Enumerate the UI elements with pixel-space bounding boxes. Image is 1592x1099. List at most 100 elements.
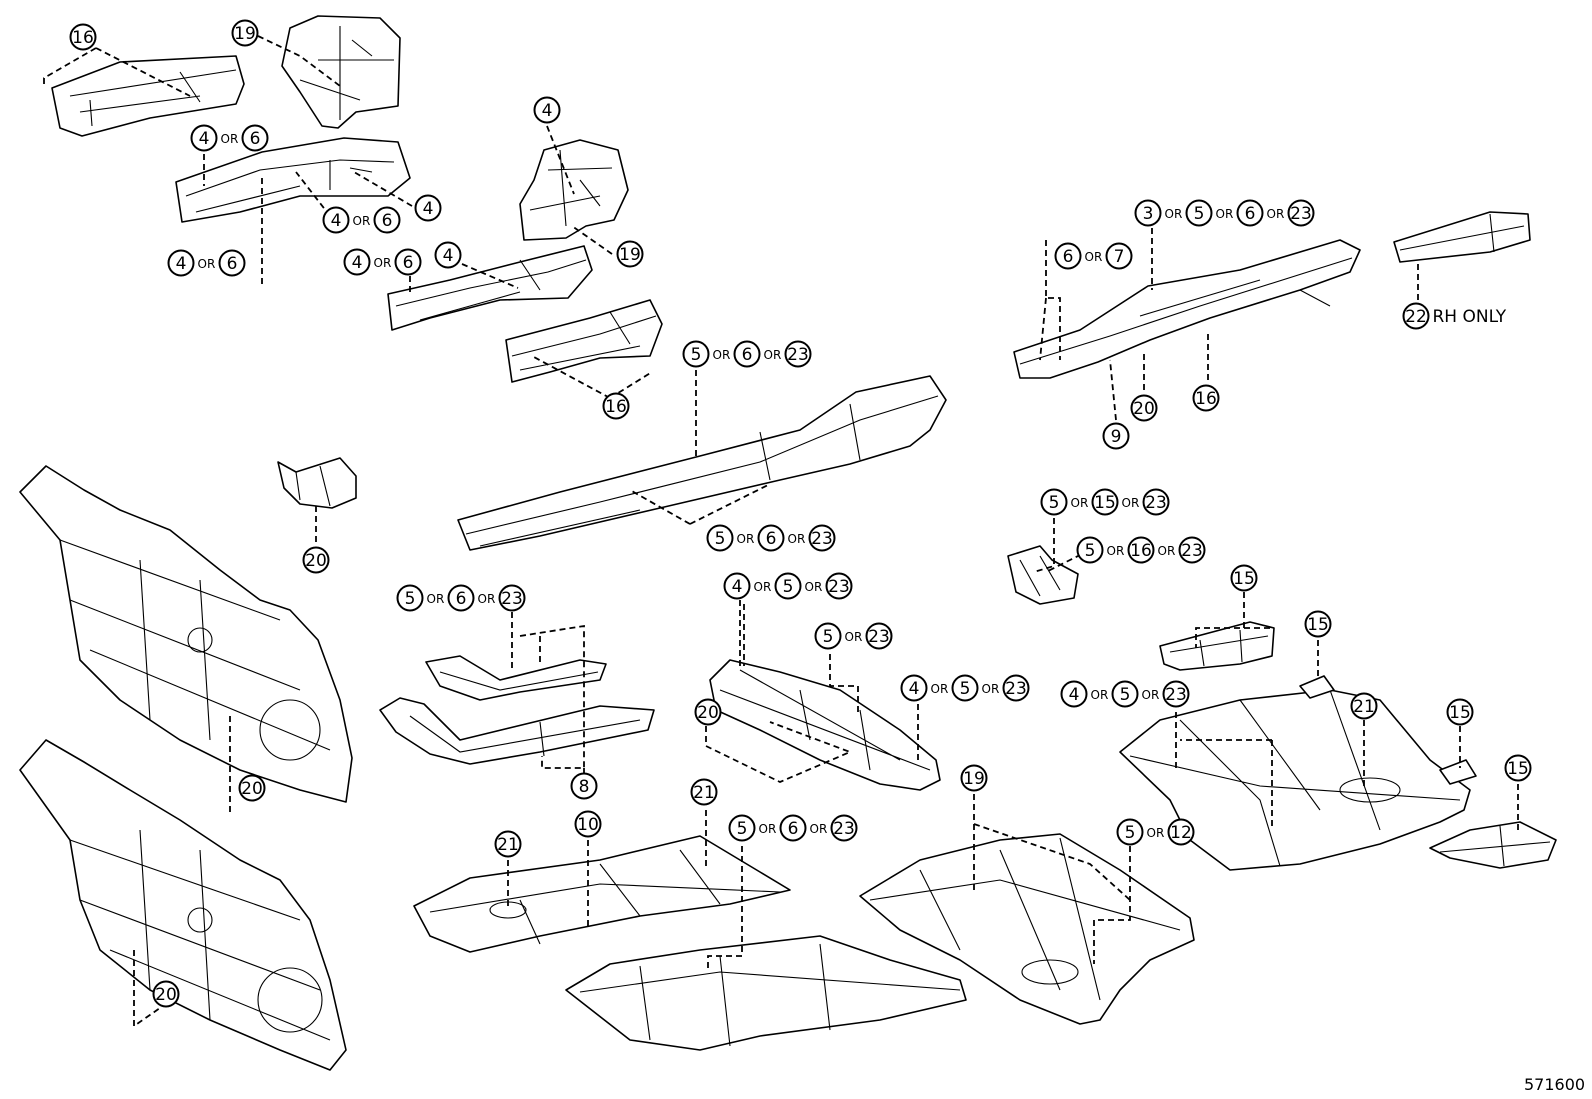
callout-number: 6 [250,129,261,149]
callout-circle [1185,199,1213,227]
callout-c21a: 21 [1350,692,1378,720]
callout-circle [1402,302,1430,330]
callout-number: 5 [783,577,794,597]
part-bracket [277,457,357,509]
callout-circle [1304,610,1332,638]
callout-circle [1105,242,1133,270]
callout-c20a: 20 [1130,394,1158,422]
leader-lines [43,35,1519,1028]
part-front-apron-member [51,55,245,137]
part-dash-panel-lower [19,739,347,1071]
callout-circle [343,248,371,276]
callout-c21c: 21 [494,830,522,858]
part-front-floor-pan-rh [859,833,1195,1025]
callout-circle [1236,199,1264,227]
callout-or-text: OR [759,822,777,836]
callout-circle [757,524,785,552]
callout-c19b: 19 [616,240,644,268]
callout-circle [723,572,751,600]
callout-number: 6 [382,211,393,231]
callout-circle [825,572,853,600]
callout-or-text: OR [754,580,772,594]
callout-number: 21 [1353,697,1375,717]
callout-or-text: OR [931,682,949,696]
callout-c4b: 4 [434,241,462,269]
callout-number: 6 [227,254,238,274]
diagram-reference-code: 571600 [1524,1075,1585,1094]
callout-circle [302,546,330,574]
part-front-side-member-lower [387,245,593,331]
callout-circle [447,584,475,612]
callout-or-text: OR [788,532,806,546]
callout-number: 20 [155,985,177,1005]
part-floor-side-member [457,375,947,551]
callout-circle [1102,422,1130,450]
callout-number: 5 [691,345,702,365]
callout-number: 15 [1094,493,1116,513]
callout-number: 23 [833,819,855,839]
callout-c15b: 15 [1304,610,1332,638]
callout-or-text: OR [1107,544,1125,558]
part-floor-crossmember-upper [425,655,607,701]
callout-number: 5 [715,529,726,549]
callout-or-text: OR [198,257,216,271]
callout-number: 16 [1195,389,1217,409]
callout-circle [784,340,812,368]
callout-circle [830,814,858,842]
part-front-side-member [175,137,411,223]
callout-number: 19 [234,24,256,44]
callout-circle [1134,199,1162,227]
callout-number: 23 [868,627,890,647]
callout-c19c: 19 [960,764,988,792]
callout-circle [231,19,259,47]
callout-circle [808,524,836,552]
callout-c4a: 4 [414,194,442,222]
callout-circle [960,764,988,792]
callout-c19a: 19 [231,19,259,47]
callout-c21b: 21 [690,778,718,806]
callout-number: 4 [732,577,743,597]
part-center-floor-crossmember [709,659,941,791]
callout-circle [1116,818,1144,846]
callout-number: 23 [787,345,809,365]
part-rear-floor-side-member [1013,239,1361,379]
part-rear-bracket-small-2 [1299,675,1335,699]
callout-number: 23 [1181,541,1203,561]
callout-or-text: OR [221,132,239,146]
part-dash-panel-upper [19,465,353,803]
callout-number: 5 [1125,823,1136,843]
callout-number: 15 [1507,759,1529,779]
callout-number: 6 [1245,204,1256,224]
callout-number: 16 [72,28,94,48]
callout-number: 6 [742,345,753,365]
callout-number: 23 [501,589,523,609]
callout-c20c: 20 [694,698,722,726]
callout-circle [396,584,424,612]
callout-c20e: 20 [152,980,180,1008]
callout-circle [900,674,928,702]
callout-circle [1167,818,1195,846]
callout-or-text: OR [1142,688,1160,702]
callout-number: 23 [811,529,833,549]
callout-circle [1446,698,1474,726]
callout-circle [774,572,802,600]
callout-circle [1192,384,1220,412]
callout-or-text: OR [427,592,445,606]
callout-circle [616,240,644,268]
callout-note: RH ONLY [1433,307,1507,327]
callout-circle [414,194,442,222]
callout-circle [238,774,266,802]
callout-number: 23 [1290,204,1312,224]
part-rear-floor-pan [1119,689,1471,871]
callout-circle [373,206,401,234]
callout-number: 16 [605,397,627,417]
callout-circle [682,340,710,368]
callout-number: 19 [619,245,641,265]
callout-number: 15 [1233,569,1255,589]
